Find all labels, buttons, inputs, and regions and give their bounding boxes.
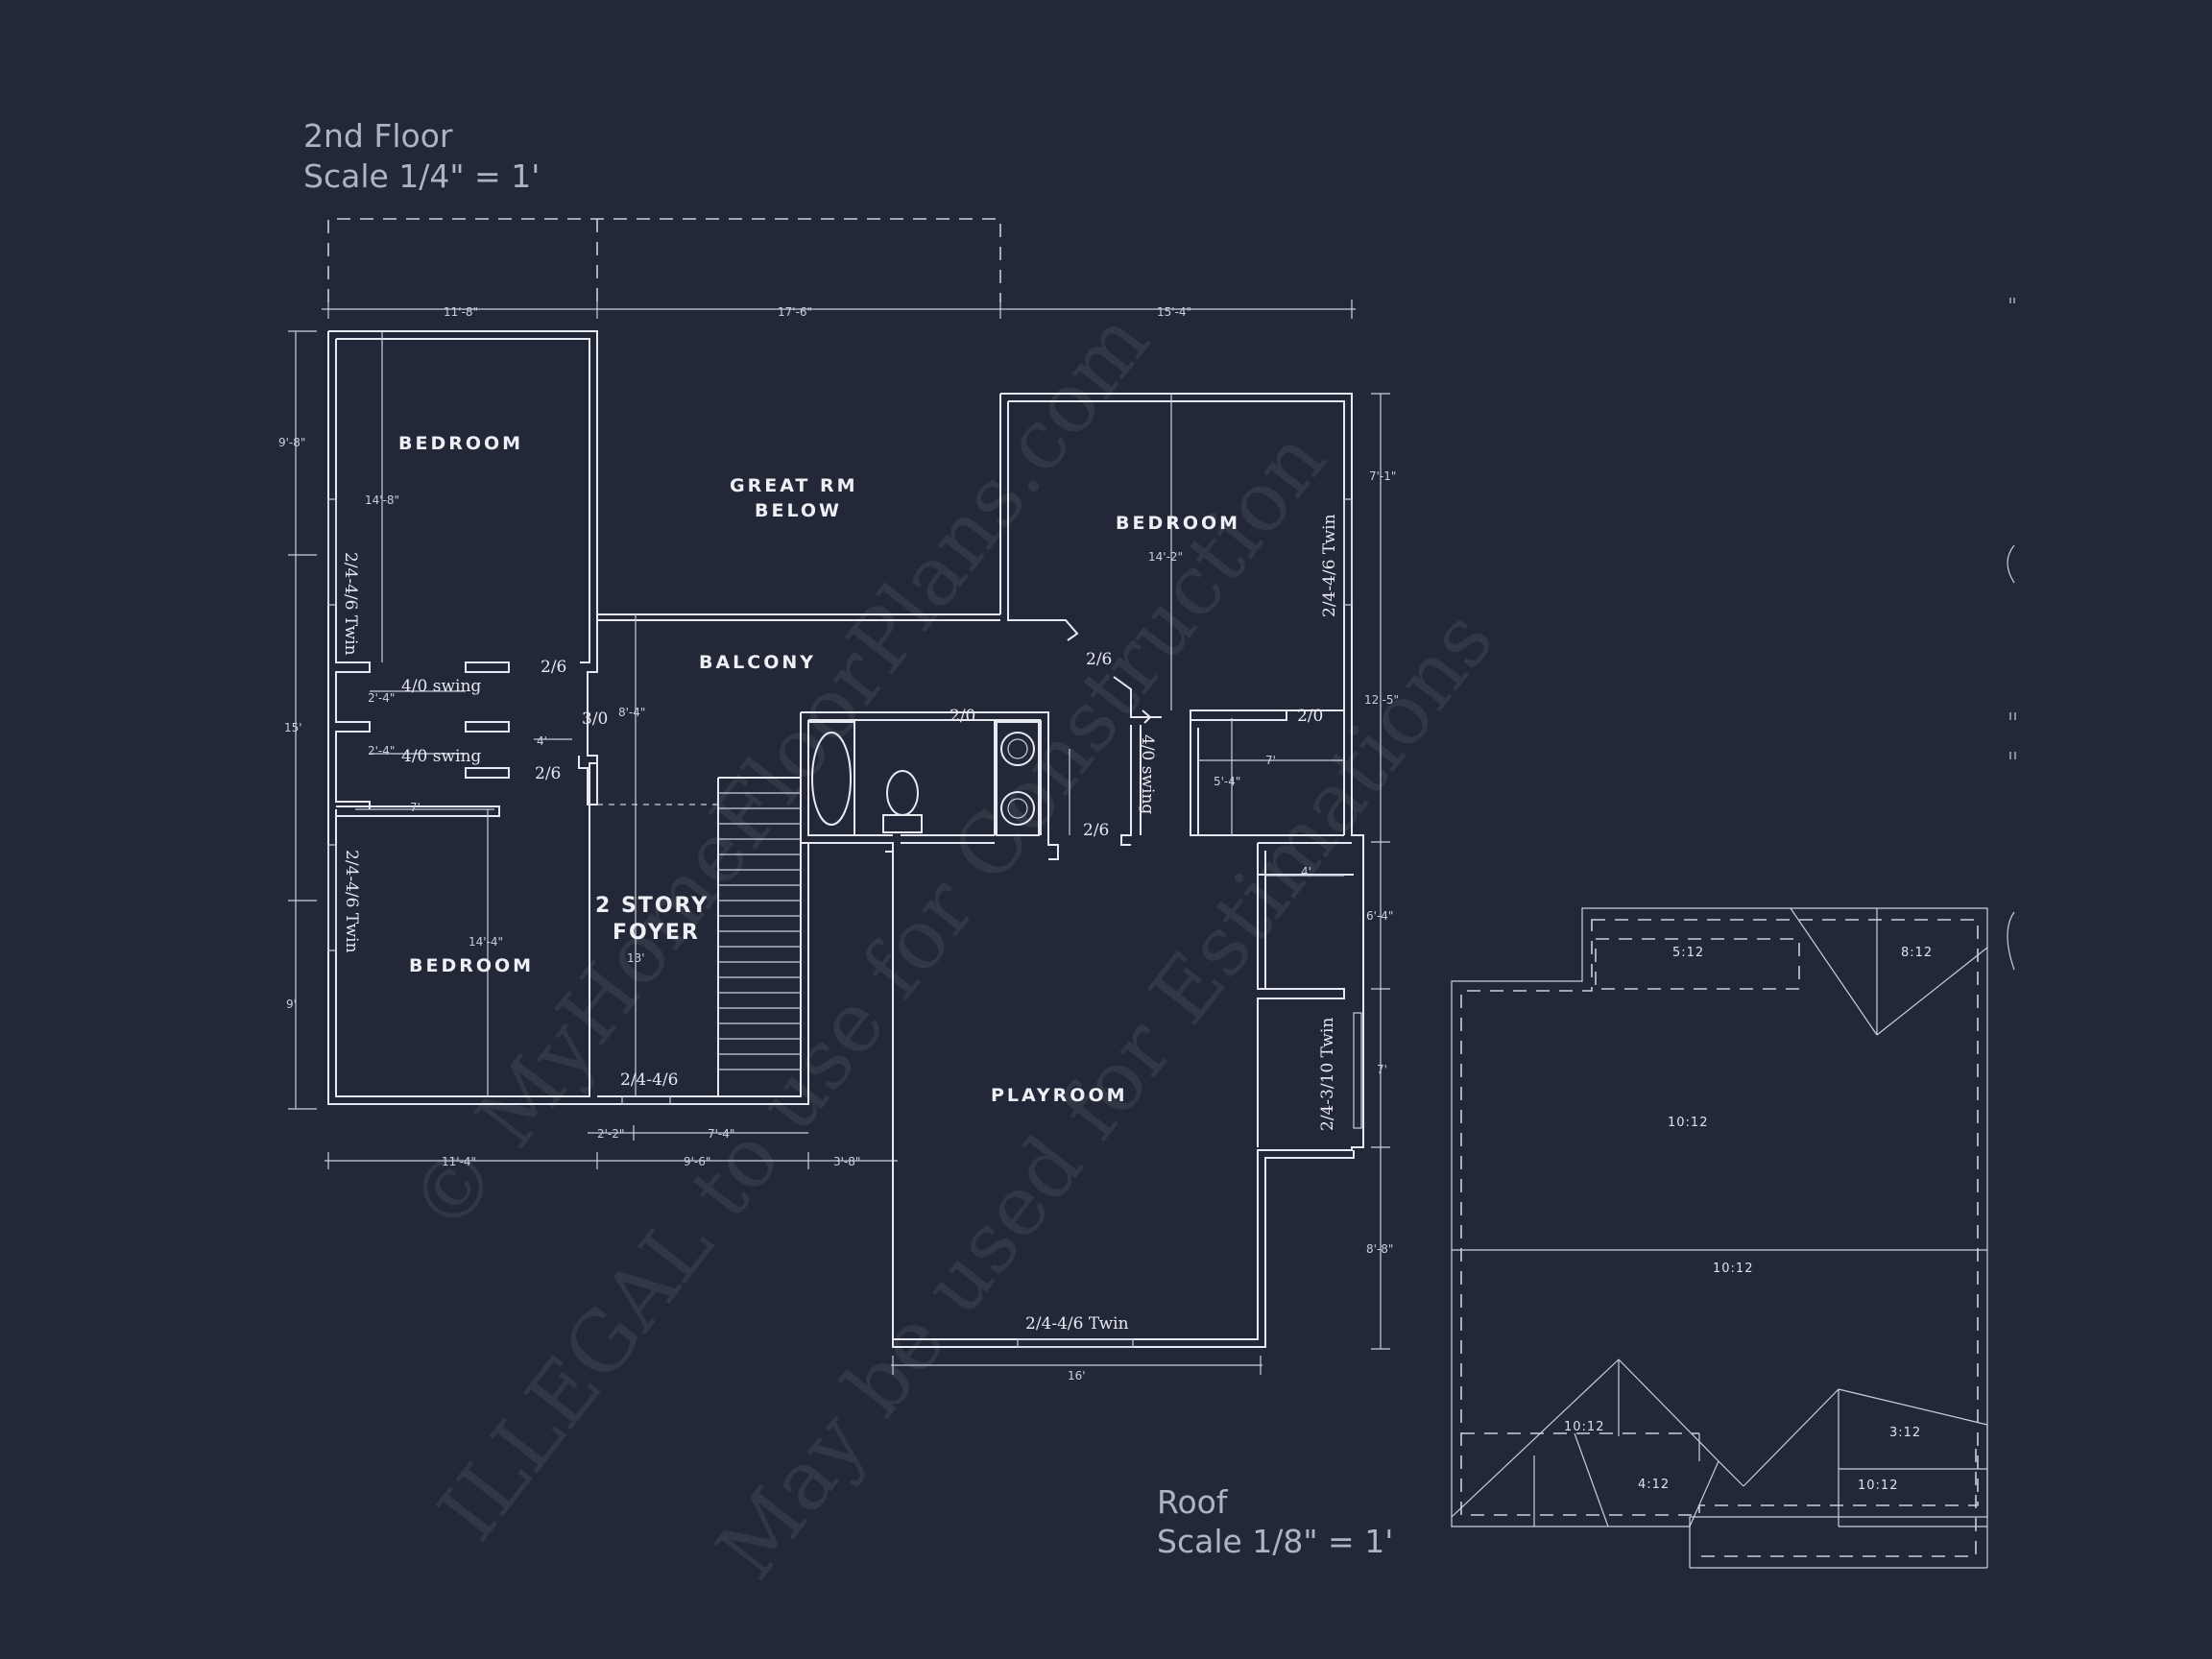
dim-top-3: 15'-4"	[1157, 305, 1191, 319]
roof-pitch-10-12-gable: 10:12	[1564, 1420, 1604, 1434]
roof-pitch-10-12-right: 10:12	[1858, 1479, 1898, 1493]
dim-bottom-5: 7'-4"	[708, 1127, 734, 1141]
roof-pitch-10-12-lower: 10:12	[1713, 1262, 1753, 1276]
dim-left-3: 9'	[286, 998, 297, 1011]
vanity	[996, 721, 1040, 836]
dim-closet-depth: 5'-4"	[1214, 775, 1240, 788]
dim-right-2: 12'-5"	[1364, 693, 1399, 707]
dim-bottom-3: 3'-8"	[833, 1155, 860, 1168]
overhang-outline	[327, 218, 1001, 302]
callout-swing-2: 4/0 swing	[401, 747, 481, 766]
interior-dimension-guides	[355, 331, 1344, 1096]
roof-pitch-5-12: 5:12	[1672, 946, 1704, 960]
edge-marks	[2007, 298, 2016, 971]
dim-bottom-1: 11'-4"	[442, 1155, 476, 1168]
room-label-2-story: 2 STORY	[595, 894, 709, 918]
right-dimension-line	[1371, 393, 1390, 1350]
callout-door-g: 2/6	[1083, 821, 1109, 840]
dim-left-1: 9'-8"	[278, 436, 305, 449]
roof-pitch-10-12-main: 10:12	[1668, 1116, 1708, 1130]
bath-fixtures	[807, 721, 1040, 836]
room-label-bedroom-ne: BEDROOM	[1116, 513, 1240, 534]
dim-bedroom-sw-depth: 14'-4"	[469, 935, 503, 949]
dim-right-4: 7'	[1377, 1063, 1387, 1076]
floor-scale: Scale 1/4" = 1'	[303, 157, 540, 195]
sink-1	[1000, 732, 1035, 766]
dim-hall-3: 4'	[537, 734, 547, 748]
dim-hall-1: 2'-4"	[368, 691, 395, 705]
dim-left-2: 15'	[284, 721, 302, 734]
room-label-great-rm: GREAT RM	[730, 475, 858, 496]
windows	[327, 498, 1362, 1348]
callout-swing-1: 4/0 swing	[401, 677, 481, 696]
dim-closet-width: 7'	[1265, 754, 1276, 767]
callout-window-bedroom-nw: 2/4-4/6 Twin	[341, 552, 360, 656]
room-label-foyer: FOYER	[613, 921, 700, 945]
room-label-balcony: BALCONY	[699, 652, 816, 673]
dim-hall-2: 2'-4"	[368, 744, 395, 757]
room-label-below: BELOW	[755, 500, 842, 521]
roof-pitch-3-12: 3:12	[1889, 1426, 1921, 1440]
roof-pitch-4-12: 4:12	[1638, 1478, 1670, 1492]
dim-bottom-4: 2'-2"	[597, 1127, 624, 1141]
sink-2	[1000, 791, 1035, 826]
dim-top-1: 11'-8"	[444, 305, 478, 319]
callout-window-bedroom-sw: 2/4-4/6 Twin	[342, 850, 361, 953]
room-label-playroom: PLAYROOM	[991, 1085, 1128, 1106]
dim-bottom-2: 9'-6"	[684, 1155, 710, 1168]
dim-bedroom-ne-depth: 14'-2"	[1148, 550, 1183, 564]
room-label-bedroom-nw: BEDROOM	[398, 433, 523, 454]
callout-swing-3: 4/0 swing	[1138, 734, 1157, 814]
toilet	[886, 770, 919, 816]
callout-door-b: 3/0	[582, 709, 608, 729]
callout-door-e: 2/6	[1086, 650, 1112, 669]
dim-foyer-depth: 13'	[627, 951, 645, 965]
top-dimension-line	[322, 300, 1356, 319]
dim-right-3: 6'-4"	[1366, 909, 1393, 923]
dim-bedroom-sw-width: 7'	[410, 801, 421, 814]
callout-door-f: 2/0	[1297, 707, 1323, 726]
callout-door-a: 2/6	[541, 658, 566, 677]
dim-nook-width: 4'	[1301, 865, 1311, 878]
callout-window-foyer: 2/4-4/6	[620, 1070, 678, 1090]
tub-basin	[811, 732, 852, 826]
callout-window-bedroom-ne: 2/4-4/6 Twin	[1320, 514, 1339, 617]
floor-plan: 11'-8" 17'-6" 15'-4" 9'-8" 15' 9' 7'-1" …	[278, 218, 1399, 1382]
callout-window-playroom-bottom: 2/4-4/6 Twin	[1025, 1314, 1129, 1334]
tub	[807, 721, 855, 836]
dim-top-2: 17'-6"	[778, 305, 812, 319]
roof-scale: Scale 1/8" = 1'	[1157, 1523, 1393, 1560]
left-dimension-line	[288, 330, 317, 1110]
dim-right-1: 7'-1"	[1369, 469, 1396, 483]
stair-treads	[718, 792, 801, 1070]
dim-playroom-width: 16'	[1068, 1369, 1086, 1382]
dim-right-5: 8'-8"	[1366, 1242, 1393, 1256]
callout-window-playroom-side: 2/4-3/10 Twin	[1318, 1018, 1337, 1131]
bottom-dimension-line	[325, 1125, 1262, 1375]
roof-pitch-8-12: 8:12	[1901, 946, 1933, 960]
room-label-bedroom-sw: BEDROOM	[409, 955, 534, 976]
dim-balcony-depth: 8'-4"	[618, 706, 645, 719]
callout-door-d: 2/0	[950, 707, 975, 726]
dim-bedroom-nw-depth: 14'-8"	[365, 493, 399, 507]
floor-title: 2nd Floor	[303, 117, 453, 155]
roof-title: Roof	[1157, 1483, 1229, 1521]
callout-door-c: 2/6	[535, 764, 561, 783]
roof-plan: 5:12 8:12 10:12 10:12 10:12 4:12 3:12 10…	[1451, 907, 1988, 1569]
